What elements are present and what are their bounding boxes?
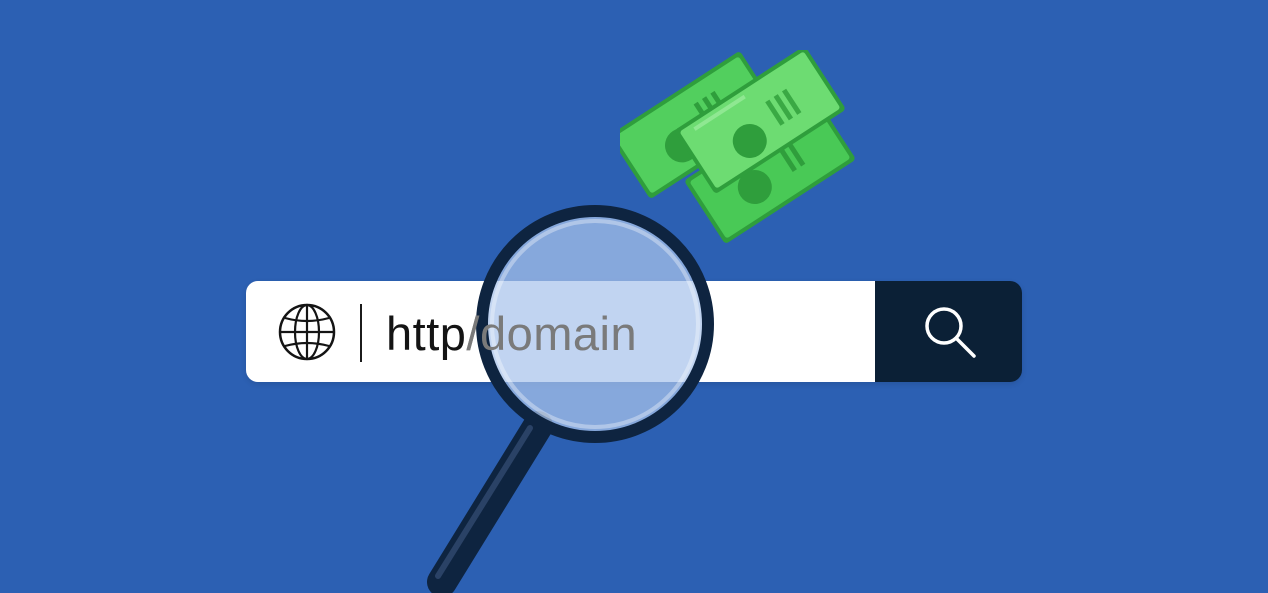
input-divider (360, 304, 362, 362)
magnifying-glass-icon (427, 205, 714, 593)
globe-icon (278, 303, 336, 361)
url-scheme: http (386, 307, 467, 360)
search-icon (925, 307, 976, 358)
search-button[interactable] (875, 281, 1022, 382)
money-icon (620, 50, 855, 243)
